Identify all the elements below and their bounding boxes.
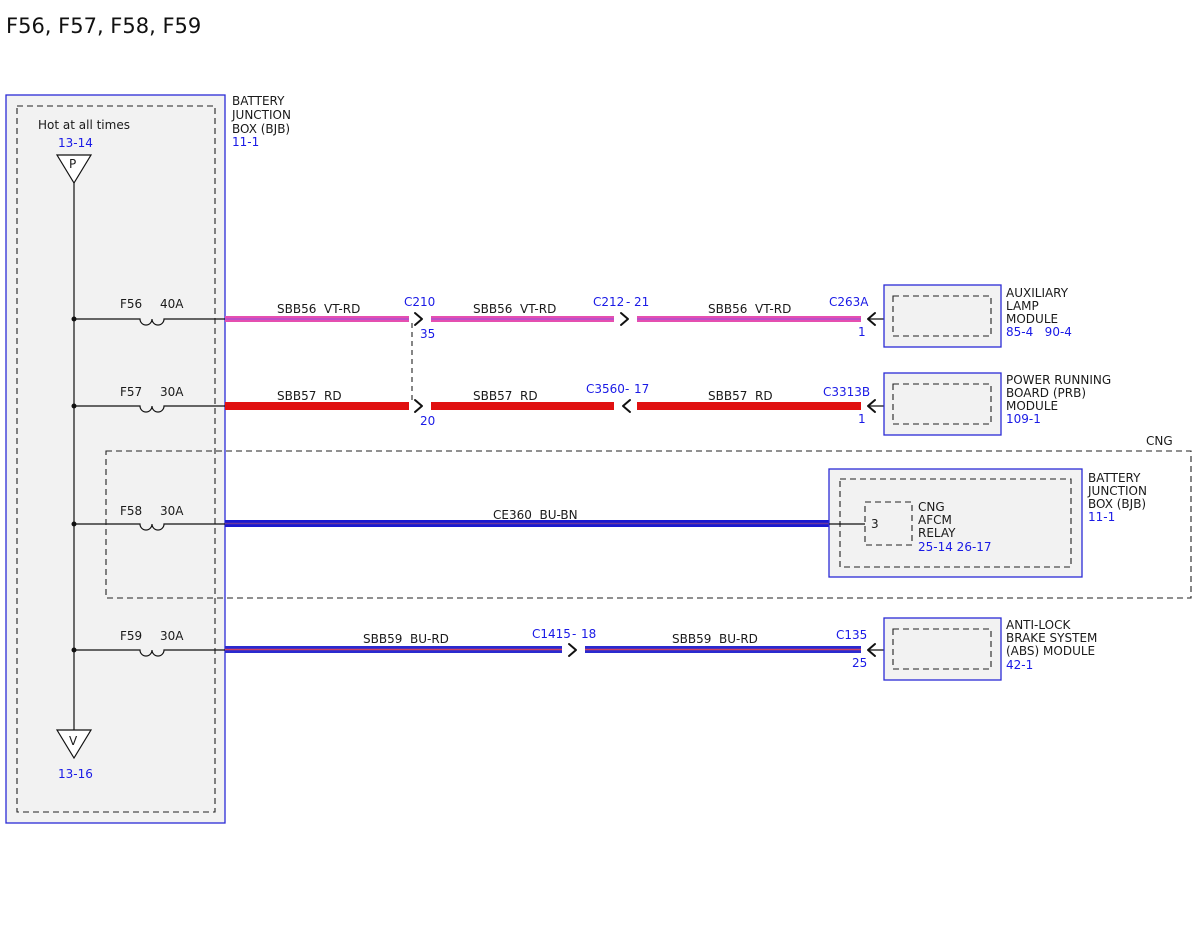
fuse-id: F57	[120, 385, 142, 399]
module-ref-link[interactable]: 42-1	[1006, 658, 1033, 672]
connector-pin: 18	[581, 627, 596, 641]
module-name-line-2: JUNCTION	[1087, 484, 1147, 498]
fuse-f57[interactable]: F57 30A	[74, 385, 225, 413]
wire-ce360[interactable]: CE360 BU-BN	[225, 508, 829, 527]
connector-c3560[interactable]: C3560 - 17	[586, 382, 649, 413]
cng-region: CNG	[105, 434, 1192, 599]
bjb-name-line-1: BATTERY	[232, 94, 285, 108]
cng-region-label: CNG	[1146, 434, 1173, 448]
bjb-ref-link[interactable]: 11-1	[232, 135, 259, 149]
power-top-terminal-symbol: P	[69, 157, 76, 171]
fuse-rating: 30A	[160, 504, 184, 518]
connector-name[interactable]: C3313B	[823, 385, 870, 399]
connector-pin: 25	[852, 656, 867, 670]
connector-pin: 20	[420, 414, 435, 428]
fuse-rating: 40A	[160, 297, 184, 311]
fuse-f56[interactable]: F56 40A	[74, 297, 225, 326]
wire-label: SBB59 BU-RD	[363, 632, 449, 646]
prb-module[interactable]: POWER RUNNING BOARD (PRB) MODULE 109-1	[883, 372, 1111, 436]
battery-junction-box: BATTERY JUNCTION BOX (BJB) 11-1 Hot at a…	[5, 94, 291, 824]
connector-c135[interactable]: C135 25	[836, 628, 893, 670]
module-name-line-2: BOARD (PRB)	[1006, 386, 1086, 400]
fuse-id: F58	[120, 504, 142, 518]
power-bottom-terminal-symbol: V	[69, 734, 78, 748]
connector-separator: -	[572, 627, 576, 641]
fuse-f59[interactable]: F59 30A	[74, 629, 225, 657]
abs-module[interactable]: ANTI-LOCK BRAKE SYSTEM (ABS) MODULE 42-1	[883, 617, 1097, 681]
connector-name[interactable]: C263A	[829, 295, 869, 309]
wire-sbb59[interactable]: SBB59 BU-RD SBB59 BU-RD	[225, 632, 861, 653]
wire-label: SBB56 VT-RD	[277, 302, 360, 316]
hot-at-all-times-label: Hot at all times	[38, 118, 130, 132]
relay-name-line-1: CNG	[918, 500, 945, 514]
power-bottom-terminal-icon	[55, 729, 93, 760]
power-top-terminal-icon	[55, 154, 93, 185]
module-name-line-3: BOX (BJB)	[1088, 497, 1146, 511]
module-ref-link[interactable]: 109-1	[1006, 412, 1041, 426]
relay-name-line-3: RELAY	[918, 526, 956, 540]
module-name-line-1: ANTI-LOCK	[1006, 618, 1071, 632]
wire-label: SBB57 RD	[708, 389, 773, 403]
module-ref-link[interactable]: 11-1	[1088, 510, 1115, 524]
connector-separator: -	[625, 382, 629, 396]
connector-c210[interactable]: C210 35 20	[404, 295, 435, 428]
bjb-name-line-2: JUNCTION	[231, 108, 291, 122]
wire-label: SBB59 BU-RD	[672, 632, 758, 646]
page-title: F56, F57, F58, F59	[6, 14, 201, 38]
connector-name[interactable]: C135	[836, 628, 867, 642]
bjb-name-line-3: BOX (BJB)	[232, 122, 290, 136]
module-name-line-1: POWER RUNNING	[1006, 373, 1111, 387]
fuse-id: F56	[120, 297, 142, 311]
relay-ref-links[interactable]: 25-14 26-17	[918, 540, 992, 554]
connector-c1415[interactable]: C1415 - 18	[532, 627, 596, 657]
module-name-line-2: LAMP	[1006, 299, 1039, 313]
power-bus: P V	[55, 154, 93, 760]
cng-battery-junction-box[interactable]: 3 CNG AFCM RELAY 25-14 26-17 BATTERY JUN…	[828, 468, 1147, 578]
module-name-line-3: MODULE	[1006, 312, 1058, 326]
connector-name[interactable]: C1415	[532, 627, 571, 641]
fuse-rating: 30A	[160, 629, 184, 643]
auxiliary-lamp-module[interactable]: AUXILIARY LAMP MODULE 85-4 90-4	[883, 284, 1072, 348]
wire-sbb56[interactable]: SBB56 VT-RD SBB56 VT-RD SBB56 VT-RD	[225, 302, 861, 322]
power-bottom-pin-ref[interactable]: 13-16	[58, 767, 93, 781]
wire-sbb57[interactable]: SBB57 RD SBB57 RD SBB57 RD	[225, 389, 861, 410]
module-name-line-2: BRAKE SYSTEM	[1006, 631, 1097, 645]
connector-c3313b[interactable]: C3313B 1	[823, 385, 893, 426]
module-name-line-3: (ABS) MODULE	[1006, 644, 1095, 658]
connector-name[interactable]: C212	[593, 295, 624, 309]
connector-separator: -	[626, 295, 630, 309]
connector-name[interactable]: C210	[404, 295, 435, 309]
connector-pin: 35	[420, 327, 435, 341]
connector-name[interactable]: C3560	[586, 382, 625, 396]
connector-pin: 21	[634, 295, 649, 309]
connector-pin: 1	[858, 325, 866, 339]
connector-pin: 1	[858, 412, 866, 426]
wire-label: SBB57 RD	[277, 389, 342, 403]
module-ref-links[interactable]: 85-4 90-4	[1006, 325, 1072, 339]
wire-label: SBB56 VT-RD	[708, 302, 791, 316]
module-name-line-1: AUXILIARY	[1006, 286, 1069, 300]
module-name-line-1: BATTERY	[1088, 471, 1141, 485]
connector-pin: 17	[634, 382, 649, 396]
wire-label: SBB56 VT-RD	[473, 302, 556, 316]
power-top-pin-ref[interactable]: 13-14	[58, 136, 93, 150]
connector-c263a[interactable]: C263A 1	[829, 295, 893, 339]
wire-label: CE360 BU-BN	[493, 508, 578, 522]
fuse-f58[interactable]: F58 30A	[74, 504, 225, 531]
fuse-rating: 30A	[160, 385, 184, 399]
relay-name-line-2: AFCM	[918, 513, 952, 527]
module-name-line-3: MODULE	[1006, 399, 1058, 413]
fuse-id: F59	[120, 629, 142, 643]
wire-label: SBB57 RD	[473, 389, 538, 403]
relay-pin: 3	[871, 517, 879, 531]
connector-c212[interactable]: C212 - 21	[593, 295, 649, 326]
